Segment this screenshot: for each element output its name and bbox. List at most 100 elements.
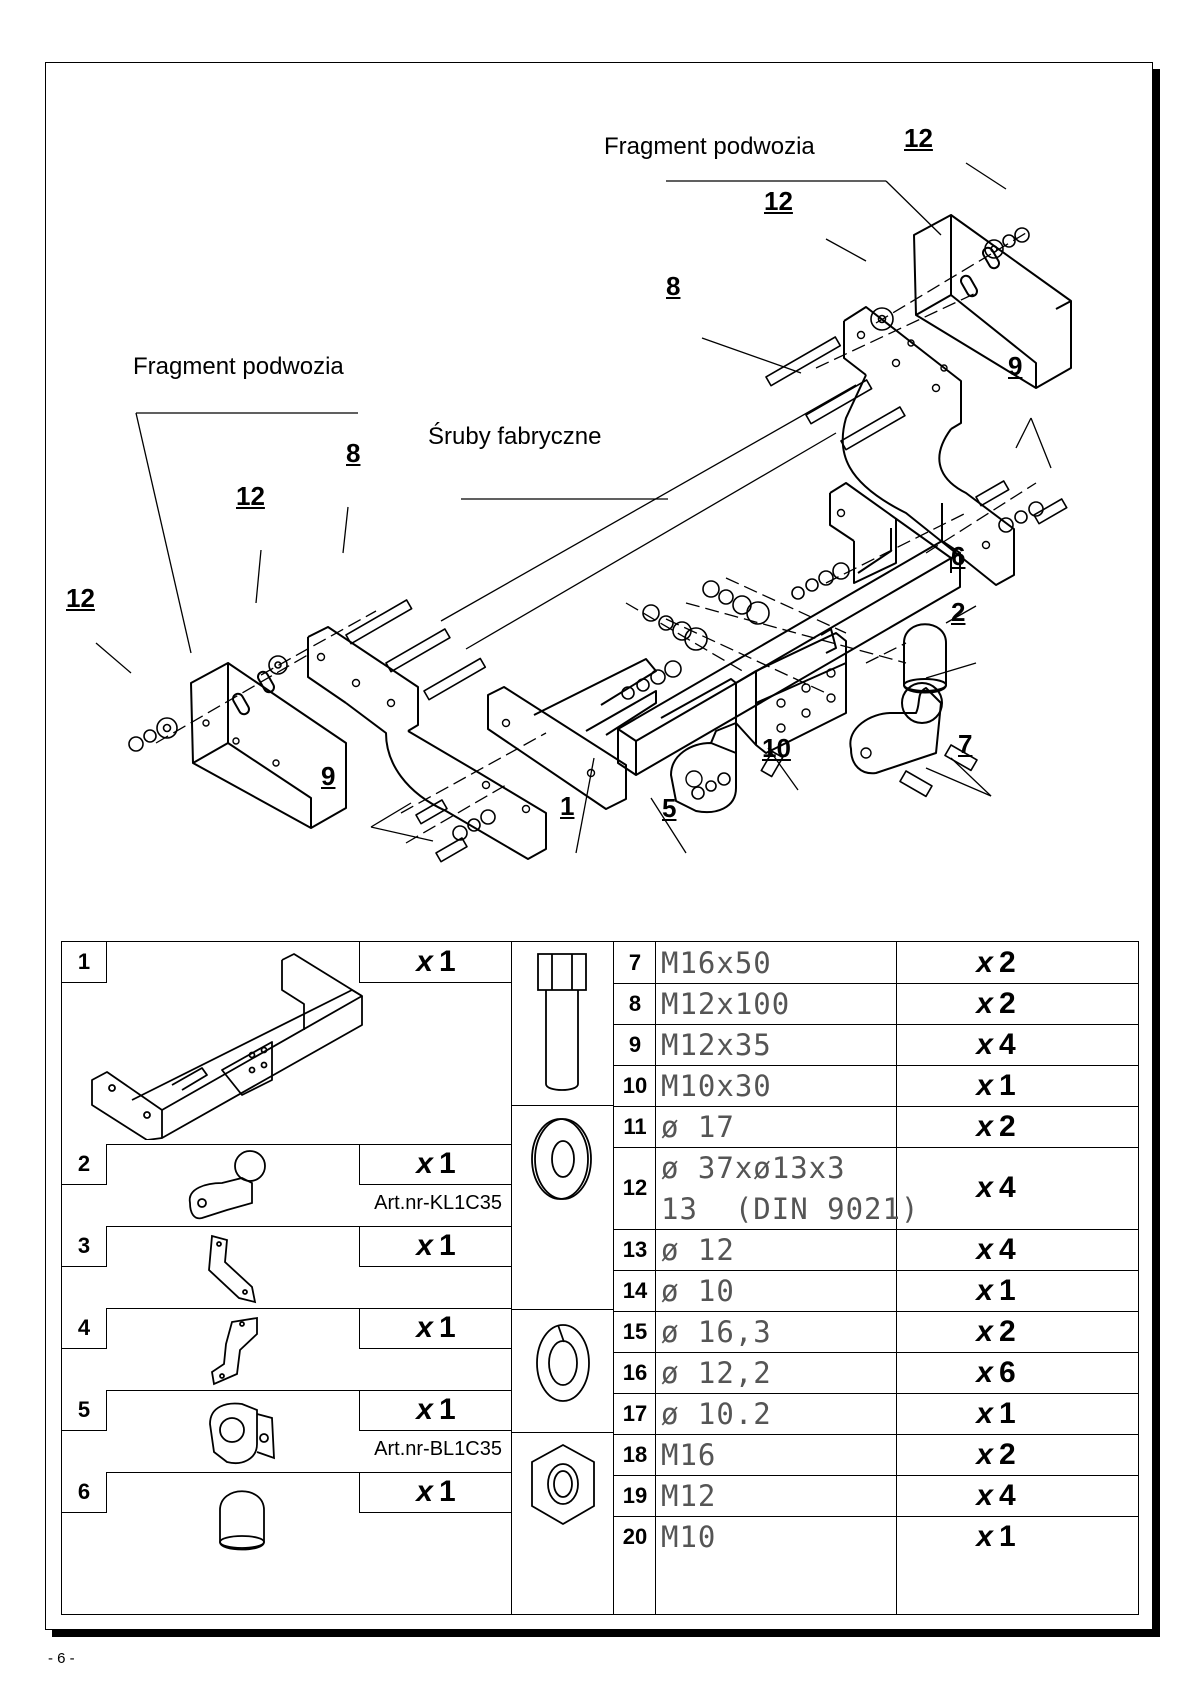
fastener-quantity: x 1 — [976, 1273, 1016, 1307]
part-article-number: Art.nr-KL1C35 — [374, 1192, 502, 1214]
part-quantity: x 1 — [359, 1308, 512, 1349]
fastener-quantity: x 2 — [976, 1437, 1016, 1471]
callout-12-top-right: 12 — [904, 123, 933, 153]
spring-washer-icon — [536, 1324, 590, 1402]
fastener-quantity: x 2 — [976, 1109, 1016, 1143]
fastener-quantity: x 6 — [976, 1355, 1016, 1389]
fastener-description: ø 12 — [661, 1232, 735, 1267]
parts-table: 1 x 1 2 x 1 Art.nr-KL1C35 — [61, 941, 1139, 1615]
bracket-3-icon — [208, 1234, 257, 1304]
fastener-number: 12 — [622, 1175, 648, 1200]
fastener-description: ø 10 — [661, 1273, 735, 1308]
fastener-row-18: 18 M16 x 2 — [613, 1434, 1138, 1475]
fastener-number: 9 — [628, 1031, 642, 1057]
fastener-quantity: x 4 — [976, 1027, 1016, 1061]
callout-6: 6 — [951, 541, 966, 571]
fastener-quantity: x 4 — [976, 1171, 1016, 1204]
exploded-diagram: Fragment podwozia Fragment podwozia Śrub… — [46, 63, 1152, 943]
fastener-table: 7 M16x50 x 2 8 M12x100 x 2 9 M12x35 x 4 … — [613, 942, 1138, 1614]
fastener-description: M12x35 — [661, 1027, 772, 1062]
callout-10: 10 — [762, 733, 791, 763]
part-number: 3 — [62, 1226, 107, 1267]
callout-12-left: 12 — [66, 583, 95, 613]
callout-12-left-mid: 12 — [236, 481, 265, 511]
fastener-quantity: x 4 — [976, 1232, 1016, 1266]
fastener-description: M10 — [661, 1519, 717, 1554]
part-number: 5 — [62, 1390, 107, 1431]
part-quantity: x 1 — [359, 1226, 512, 1267]
part-article-number: Art.nr-BL1C35 — [374, 1438, 502, 1460]
fastener-number: 8 — [628, 990, 642, 1016]
fastener-quantity: x 2 — [976, 945, 1016, 979]
part-quantity: x 1 — [359, 942, 512, 983]
label-fragment-top: Fragment podwozia — [604, 133, 815, 160]
nut-icon — [531, 1443, 595, 1526]
fastener-number: 16 — [622, 1359, 648, 1385]
fastener-quantity: x 1 — [976, 1068, 1016, 1102]
fastener-description: M12 — [661, 1478, 717, 1513]
fastener-row-11: 11 ø 17 x 2 — [613, 1106, 1138, 1147]
callout-2: 2 — [951, 597, 966, 627]
fastener-number: 17 — [622, 1400, 648, 1426]
bolt-icon — [537, 953, 587, 1091]
callout-9-right: 9 — [1008, 351, 1023, 381]
fastener-row-12: 12 ø 37xø13x3 13 (DIN 9021) x 4 — [613, 1147, 1138, 1229]
page-number: - 6 - — [48, 1650, 75, 1667]
fastener-number: 10 — [622, 1072, 648, 1098]
label-fragment-left: Fragment podwozia — [133, 353, 344, 380]
bracket-4-icon — [211, 1316, 258, 1386]
callout-12-top-mid: 12 — [764, 186, 793, 216]
fastener-quantity: x 4 — [976, 1478, 1016, 1512]
fastener-description: ø 37xø13x3 — [661, 1150, 846, 1185]
fastener-number: 19 — [622, 1482, 648, 1508]
callout-5: 5 — [662, 793, 677, 823]
fastener-row-13: 13 ø 12 x 4 — [613, 1229, 1138, 1270]
fastener-quantity: x 1 — [976, 1396, 1016, 1430]
part-quantity: x 1 — [359, 1144, 512, 1185]
part-number: 1 — [62, 942, 107, 983]
callout-8-top: 8 — [666, 271, 681, 301]
fastener-row-16: 16 ø 12,2 x 6 — [613, 1352, 1138, 1393]
fastener-number: 20 — [622, 1523, 648, 1549]
fastener-number: 15 — [622, 1318, 648, 1344]
callout-8-left: 8 — [346, 438, 361, 468]
fastener-quantity: x 2 — [976, 1314, 1016, 1348]
fastener-description: M10x30 — [661, 1068, 772, 1103]
part-number: 2 — [62, 1144, 107, 1185]
fastener-number: 11 — [623, 1113, 647, 1139]
fastener-number: 7 — [628, 949, 642, 975]
socket-plate-icon — [209, 1402, 275, 1464]
part-number: 6 — [62, 1472, 107, 1513]
callout-1: 1 — [560, 791, 575, 821]
fastener-row-10: 10 M10x30 x 1 — [613, 1065, 1138, 1106]
fastener-description: ø 17 — [661, 1109, 735, 1144]
fastener-row-15: 15 ø 16,3 x 2 — [613, 1311, 1138, 1352]
callout-9-left: 9 — [321, 761, 336, 791]
fastener-row-8: 8 M12x100 x 2 — [613, 983, 1138, 1024]
ball-cover-icon — [219, 1490, 265, 1551]
fastener-number: 13 — [622, 1236, 648, 1262]
fastener-number: 14 — [622, 1277, 648, 1303]
towbar-frame-icon — [91, 953, 363, 1140]
ball-coupling-icon — [188, 1150, 266, 1220]
page-frame: Fragment podwozia Fragment podwozia Śrub… — [45, 62, 1153, 1630]
fastener-row-17: 17 ø 10.2 x 1 — [613, 1393, 1138, 1434]
fastener-quantity: x 1 — [976, 1519, 1016, 1553]
part-number: 4 — [62, 1308, 107, 1349]
fastener-description: M16x50 — [661, 945, 772, 980]
fastener-row-7: 7 M16x50 x 2 — [613, 942, 1138, 983]
fastener-description-line2: 13 (DIN 9021) — [661, 1191, 920, 1226]
fastener-quantity: x 2 — [976, 986, 1016, 1020]
fastener-number: 18 — [622, 1441, 648, 1467]
fastener-row-14: 14 ø 10 x 1 — [613, 1270, 1138, 1311]
fastener-description: M12x100 — [661, 986, 791, 1021]
fastener-row-9: 9 M12x35 x 4 — [613, 1024, 1138, 1065]
callout-7: 7 — [958, 729, 973, 759]
part-quantity: x 1 — [359, 1390, 512, 1431]
exploded-drawing — [95, 162, 1072, 863]
fastener-row-20: 20 M10 x 1 — [613, 1516, 1138, 1557]
washer-icon — [531, 1118, 592, 1200]
fastener-row-19: 19 M12 x 4 — [613, 1475, 1138, 1516]
fastener-description: ø 10.2 — [661, 1396, 772, 1431]
fastener-description: ø 12,2 — [661, 1355, 772, 1390]
